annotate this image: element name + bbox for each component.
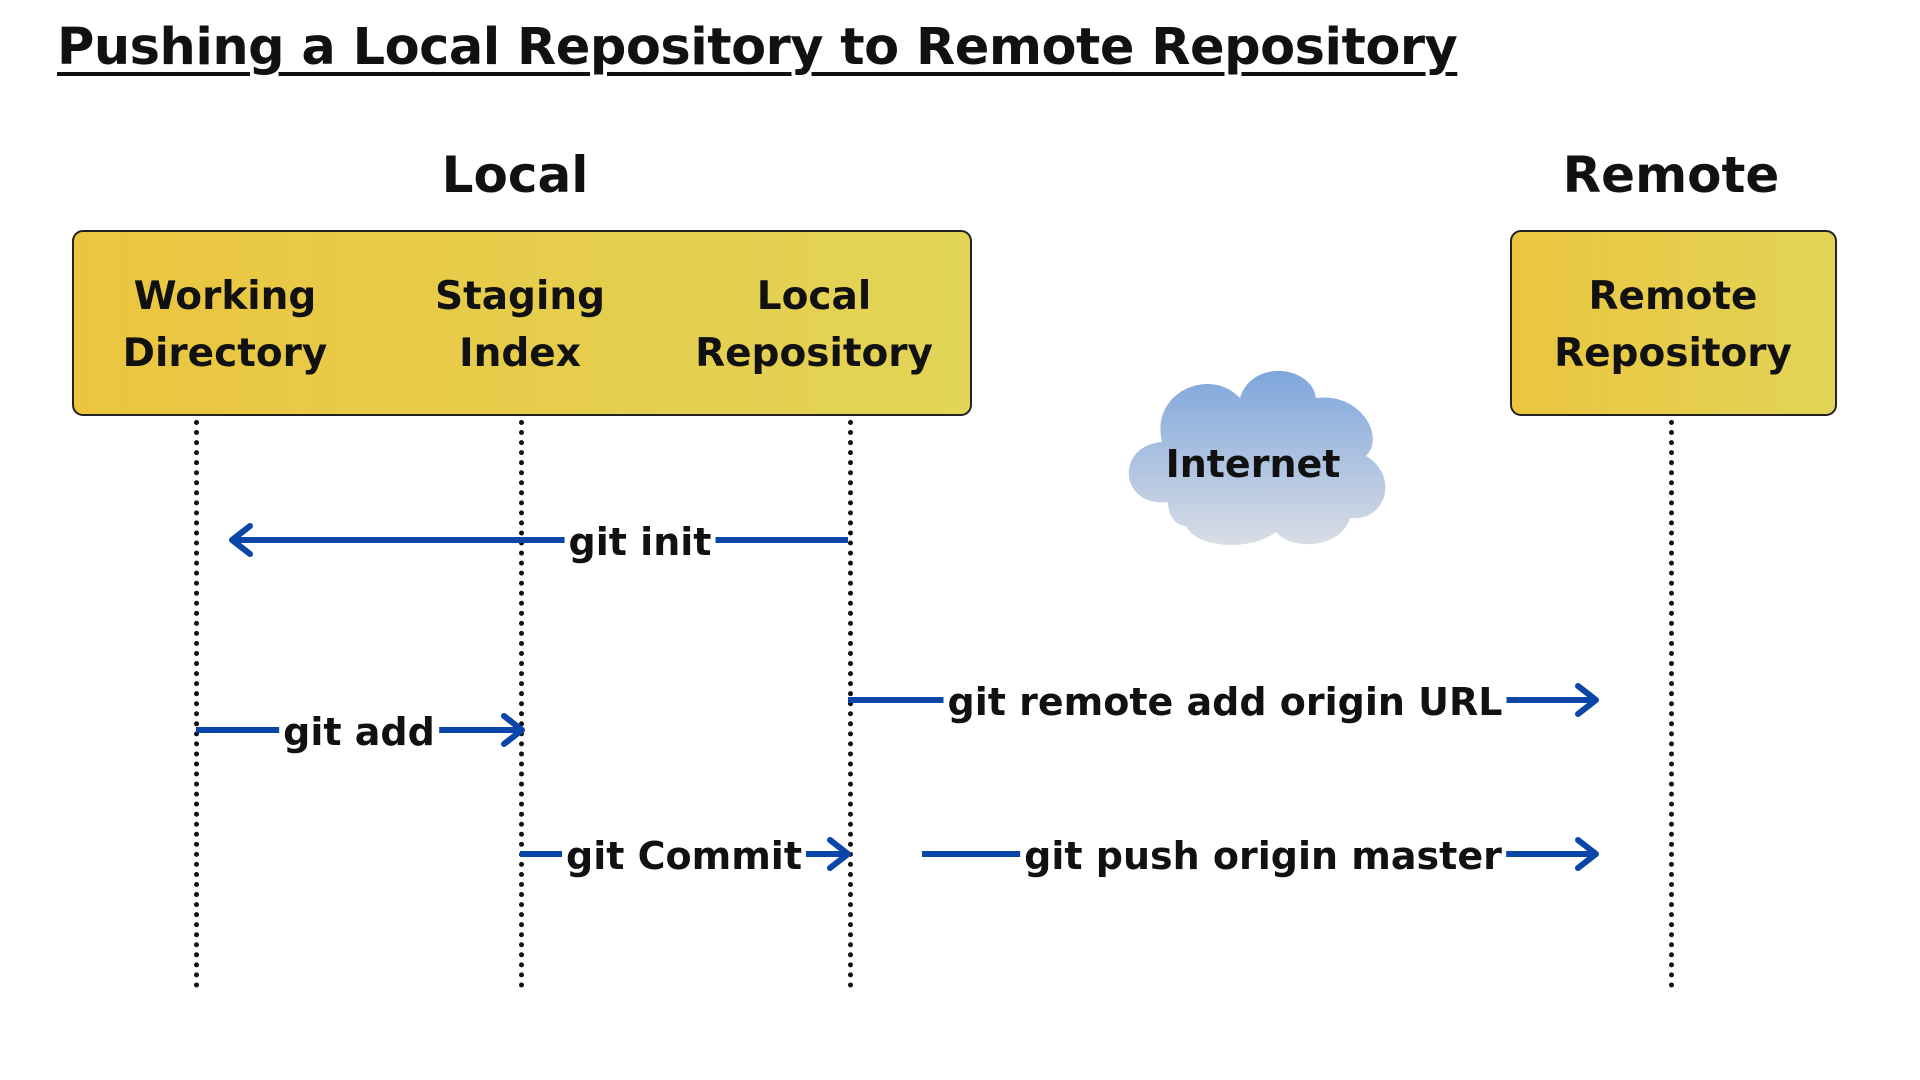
arrowhead-git-init	[229, 523, 253, 557]
internet-cloud-icon	[1128, 370, 1386, 545]
local-panel	[72, 230, 972, 416]
working-directory-line1: Working	[133, 274, 317, 319]
local-repository-line2: Repository	[695, 331, 933, 376]
label-git-remote-add: git remote add origin URL	[943, 679, 1507, 725]
lifeline-staging-index	[519, 420, 524, 988]
remote-repository-line1: Remote	[1588, 274, 1758, 319]
diagram-title: Pushing a Local Repository to Remote Rep…	[57, 18, 1458, 77]
arrowhead-git-add	[501, 713, 525, 747]
column-label-working-directory: Working Directory	[105, 268, 345, 382]
staging-index-line2: Index	[459, 331, 581, 376]
lifeline-local-repository	[848, 420, 853, 988]
arrowhead-git-commit	[827, 837, 851, 871]
label-git-push: git push origin master	[1020, 833, 1506, 879]
label-git-init: git init	[564, 519, 716, 565]
remote-panel	[1510, 230, 1837, 416]
column-label-staging-index: Staging Index	[400, 268, 640, 382]
lifeline-working-directory	[194, 420, 199, 988]
arrowhead-git-remote-add	[1575, 683, 1599, 717]
label-git-commit: git Commit	[562, 833, 806, 879]
lifeline-remote-repository	[1669, 420, 1674, 988]
label-git-add: git add	[279, 709, 439, 755]
section-label-local: Local	[441, 146, 589, 204]
section-label-remote: Remote	[1562, 146, 1780, 204]
staging-index-line1: Staging	[434, 274, 605, 319]
local-repository-line1: Local	[756, 274, 872, 319]
arrowhead-git-push	[1575, 837, 1599, 871]
working-directory-line2: Directory	[122, 331, 328, 376]
remote-repository-line2: Repository	[1554, 331, 1792, 376]
column-label-remote-repository: Remote Repository	[1553, 268, 1793, 382]
internet-label: Internet	[1165, 442, 1341, 486]
column-label-local-repository: Local Repository	[694, 268, 934, 382]
